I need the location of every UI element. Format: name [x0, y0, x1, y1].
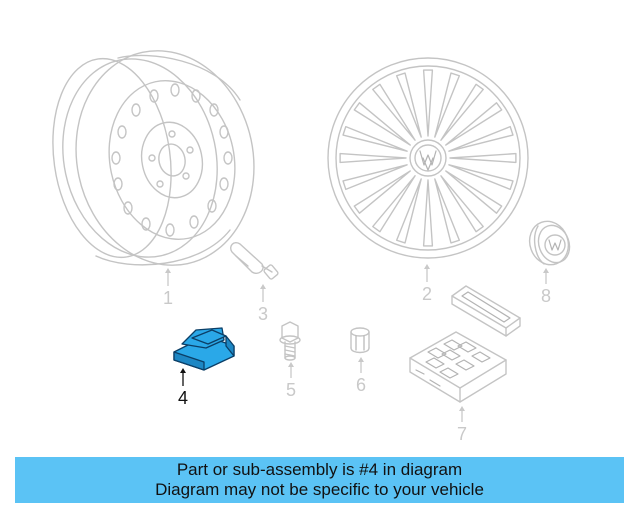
wheel-cover-spoke: [395, 178, 422, 244]
part-5-wheel-bolt[interactable]: [279, 321, 301, 361]
banner-line-part-number: Part or sub-assembly is #4 in diagram: [176, 460, 463, 479]
arrowhead-5: [288, 362, 294, 367]
wheel-cover-spoke: [434, 72, 461, 138]
arrowhead-2: [424, 264, 430, 269]
wheel-cover-spoke: [422, 179, 434, 247]
wheel-cover-spoke: [440, 83, 484, 141]
info-banner: Part or sub-assembly is #4 in diagram Di…: [15, 457, 624, 503]
callout-2[interactable]: 2: [422, 284, 432, 304]
parts-diagram: 1 2 3 4 5 6 7 8: [41, 34, 575, 444]
leader-arrows: [165, 264, 549, 422]
callout-5[interactable]: 5: [286, 380, 296, 400]
arrowhead-4: [180, 368, 186, 373]
callout-4[interactable]: 4: [178, 388, 188, 408]
part-8-center-cap[interactable]: [524, 216, 575, 270]
wheel-cover-spoke: [440, 175, 484, 233]
wheel-cover-spoke: [342, 125, 408, 152]
wheel-cover-spoke: [445, 102, 503, 146]
wheel-cover-spoke: [445, 170, 503, 214]
wheel-cover-spoke: [339, 152, 407, 164]
wheel-cover-spoke: [448, 125, 514, 152]
wheel-cover-spoke: [353, 102, 411, 146]
wheel-cover-spoke: [372, 83, 416, 141]
wheel-cover-spoke: [353, 170, 411, 214]
part-6-lock-nut[interactable]: [350, 327, 370, 354]
wheel-cover-spoke: [434, 178, 461, 244]
callout-7[interactable]: 7: [457, 424, 467, 444]
banner-line-disclaimer: Diagram may not be specific to your vehi…: [155, 480, 484, 499]
wheel-cover-spoke: [342, 164, 408, 191]
wheel-cover-spoke: [448, 164, 514, 191]
arrowhead-1: [165, 268, 171, 273]
arrowhead-6: [358, 357, 364, 362]
arrowhead-3: [260, 284, 266, 289]
wheel-cover-spoke: [395, 72, 422, 138]
part-7-wheel-lock-kit[interactable]: [409, 285, 521, 403]
wheel-cover-spoke: [422, 69, 434, 137]
part-4-tpms-sensor[interactable]: [173, 327, 235, 371]
wheel-cover-spoke: [372, 175, 416, 233]
arrowhead-8: [543, 268, 549, 273]
part-2-wheel-cover[interactable]: [327, 57, 529, 259]
callout-3[interactable]: 3: [258, 304, 268, 324]
arrowhead-7: [459, 406, 465, 411]
part-1-steel-wheel[interactable]: [41, 34, 274, 282]
callout-8[interactable]: 8: [541, 286, 551, 306]
callout-6[interactable]: 6: [356, 375, 366, 395]
callout-1[interactable]: 1: [163, 288, 173, 308]
part-3-valve-stem[interactable]: [230, 242, 279, 280]
wheel-cover-spoke: [449, 152, 517, 164]
